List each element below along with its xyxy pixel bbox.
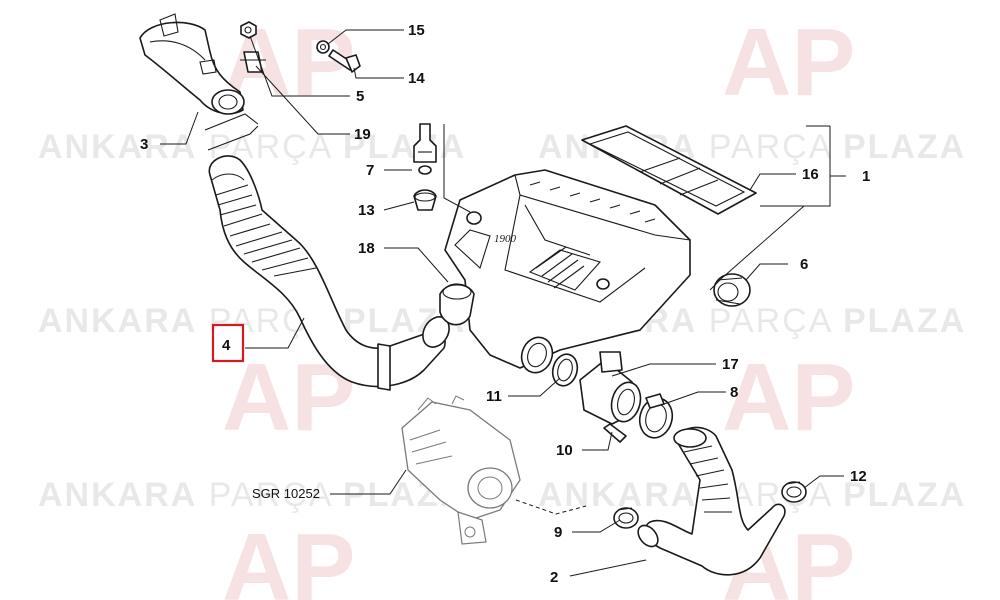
callout-12: 12: [850, 468, 867, 485]
callout-7: 7: [366, 162, 374, 179]
part-2-lower-hose: [637, 426, 786, 576]
part-16-filter-element: [581, 125, 757, 215]
callout-11: 11: [486, 388, 502, 405]
callout-1: 1: [862, 168, 870, 185]
svg-text:ANKARA PARÇA PLAZA: ANKARA PARÇA PLAZA: [38, 476, 466, 514]
part-9-clamp: [613, 507, 639, 529]
part-17-air-mass-meter: [579, 351, 642, 425]
part-7-valve: [413, 123, 437, 175]
callout-5: 5: [356, 88, 364, 105]
part-8-clamp: [638, 393, 674, 439]
part-5-nut: [240, 21, 257, 39]
part-4-hose: [208, 155, 450, 391]
callout-10: 10: [556, 442, 573, 459]
part-3-intake-duct: [139, 13, 245, 115]
callout-13: 13: [358, 202, 375, 219]
turbocharger: [401, 395, 521, 545]
part-6-rubber-mount: [713, 273, 751, 307]
reference-dashed-line: [515, 499, 587, 515]
callout-labels: 1 2 3 4 5 6 7 8 9 10 11 12 13 14 15 16 1…: [140, 22, 870, 586]
svg-text:ANKARA PARÇA PLAZA: ANKARA PARÇA PLAZA: [538, 476, 966, 514]
callout-3: 3: [140, 136, 148, 153]
callout-16: 16: [802, 166, 819, 183]
housing-engraving: 1900: [494, 233, 517, 245]
air-filter-housing: 1900: [444, 169, 691, 374]
callout-9: 9: [554, 524, 562, 541]
callout-2: 2: [550, 569, 558, 586]
part-14-bolt: [328, 49, 361, 73]
callout-15: 15: [408, 22, 425, 39]
svg-text:AP: AP: [722, 344, 855, 451]
svg-text:ANKARA PARÇA PLAZA: ANKARA PARÇA PLAZA: [38, 302, 466, 340]
callout-18: 18: [358, 240, 375, 257]
part-18-sleeve: [439, 283, 475, 326]
part-12-clamp: [781, 481, 807, 503]
callout-4: 4: [222, 337, 231, 354]
part-13-grommet: [413, 189, 437, 211]
break-mark-lower: [207, 125, 259, 151]
part-10-bolt: [603, 423, 627, 443]
part-11-o-ring: [551, 353, 579, 387]
leader-lines: [160, 29, 846, 577]
part-15-washer: [316, 40, 330, 54]
callout-17: 17: [722, 356, 739, 373]
svg-text:ANKARA PARÇA PLAZA: ANKARA PARÇA PLAZA: [38, 128, 466, 166]
callout-19: 19: [354, 126, 371, 143]
callout-8: 8: [730, 384, 738, 401]
svg-text:AP: AP: [222, 514, 355, 600]
callout-4-highlight: [211, 323, 245, 363]
callout-14: 14: [408, 70, 425, 87]
diagram-reference-code: SGR 10252: [252, 486, 320, 501]
break-mark-upper: [204, 113, 259, 131]
callout-6: 6: [800, 256, 808, 273]
svg-text:AP: AP: [722, 9, 855, 116]
